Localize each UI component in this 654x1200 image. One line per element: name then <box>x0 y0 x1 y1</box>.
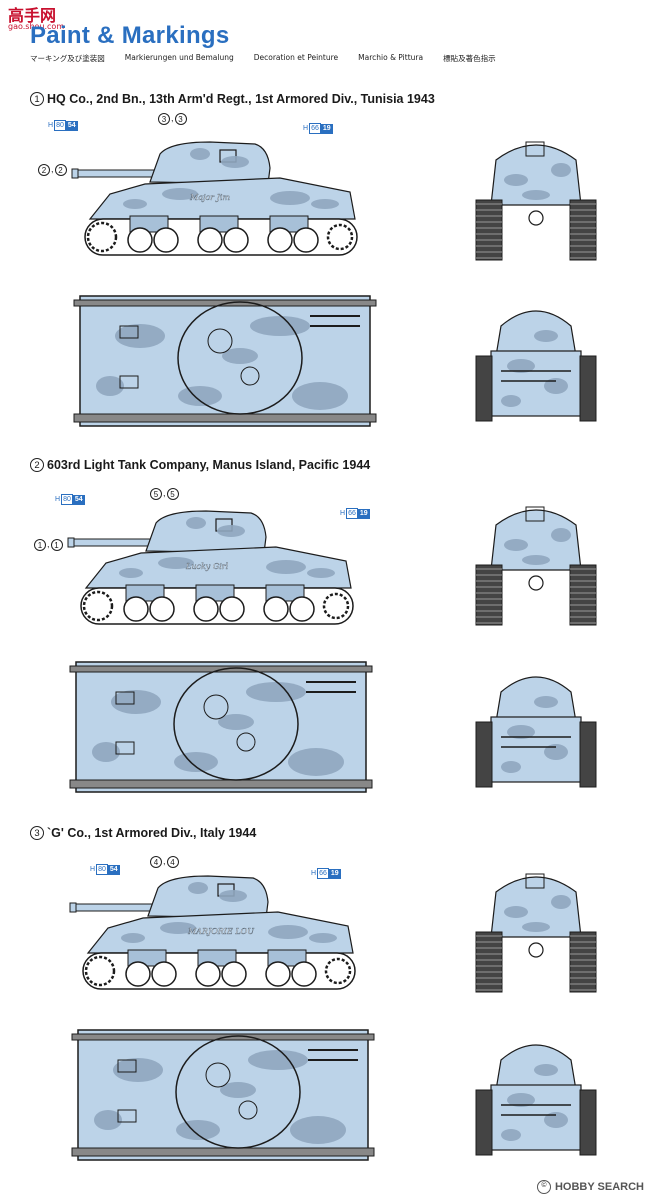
scheme-caption: HQ Co., 2nd Bn., 13th Arm'd Regt., 1st A… <box>47 92 435 106</box>
tank-front-view <box>475 873 597 993</box>
subtitle-zh: 標貼及著色指示 <box>443 54 496 63</box>
tank-name-decal: Major Jim <box>189 193 230 202</box>
tank-side-view: MARJORIE LOU <box>69 875 356 990</box>
tank-front-view <box>475 141 597 261</box>
tank-top-view <box>71 1029 375 1161</box>
tank-top-view <box>73 295 377 427</box>
tank-name-decal: MARJORIE LOU <box>187 927 254 936</box>
site-logo: 高手网 <box>8 6 57 25</box>
callout-decal: 4,4 <box>150 856 179 868</box>
subtitle-de: Markierungen und Bemalung <box>124 53 234 62</box>
scheme-caption: 603rd Light Tank Company, Manus Island, … <box>47 458 371 472</box>
subtitle-it: Marchio & Pittura <box>358 53 424 62</box>
page-title: Paint & Markings <box>30 22 230 49</box>
scheme-3-title: 3 `G' Co., 1st Armored Div., Italy 1944 <box>30 826 256 840</box>
subtitle-fr: Decoration et Peinture <box>253 53 339 62</box>
callout-decal: 2,2 <box>38 164 67 176</box>
tank-front-view <box>475 506 597 626</box>
callout-decal: 1,1 <box>34 539 63 551</box>
hobby-search-logo-icon: © <box>536 1180 551 1194</box>
scheme-number: 1 <box>30 92 44 106</box>
subtitle-ja: マーキング及び塗装図 <box>30 54 105 63</box>
tank-name-decal: Lucky Girl <box>185 562 229 571</box>
tank-side-view: Lucky Girl <box>67 510 354 625</box>
tank-rear-view <box>475 1044 597 1156</box>
scheme-caption: `G' Co., 1st Armored Div., Italy 1944 <box>47 826 257 840</box>
callout-decal: 3,3 <box>158 113 187 125</box>
site-logo-subtext: gao.shou.com <box>8 22 65 31</box>
tank-top-view <box>69 661 373 793</box>
scheme-number: 3 <box>30 826 44 840</box>
scheme-number: 2 <box>30 458 44 472</box>
tank-rear-view <box>475 676 597 788</box>
hobby-search-watermark: © HOBBY SEARCH <box>536 1180 644 1194</box>
language-subtitles: マーキング及び塗装図 Markierungen und Bemalung Dec… <box>30 53 496 64</box>
callout-decal: 5,5 <box>150 488 179 500</box>
tank-side-view: Major Jim <box>71 141 358 256</box>
scheme-2-title: 2 603rd Light Tank Company, Manus Island… <box>30 458 370 472</box>
tank-rear-view <box>475 310 597 422</box>
scheme-1-title: 1 HQ Co., 2nd Bn., 13th Arm'd Regt., 1st… <box>30 92 435 106</box>
